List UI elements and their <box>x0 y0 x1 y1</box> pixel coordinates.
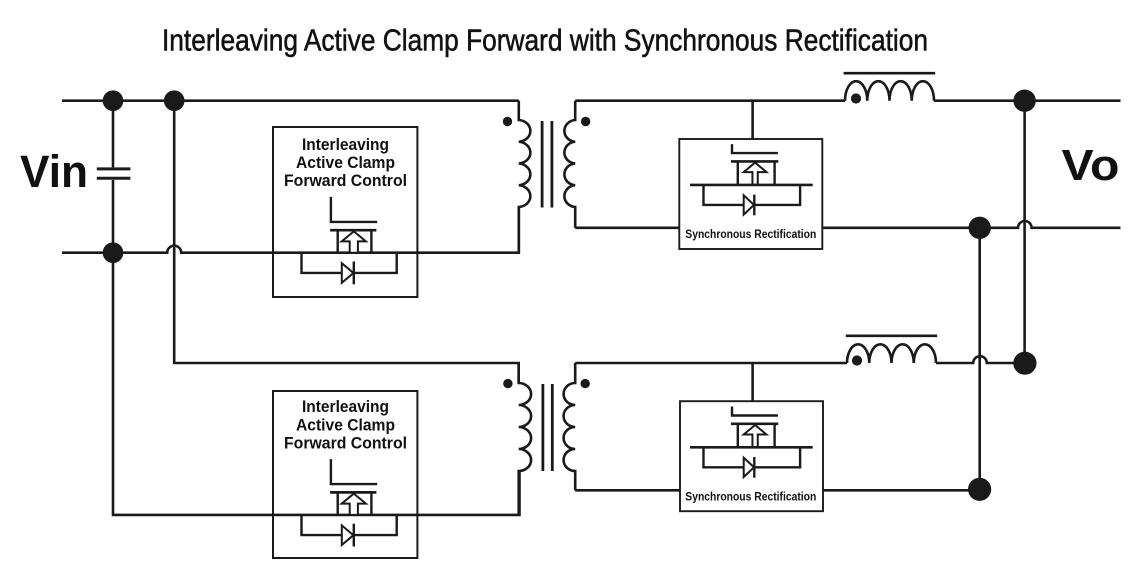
svg-text:Forward Control: Forward Control <box>284 171 407 190</box>
svg-text:Interleaving: Interleaving <box>302 135 389 154</box>
svg-text:Vo: Vo <box>1062 141 1120 190</box>
svg-text:Vin: Vin <box>20 146 88 197</box>
svg-text:Synchronous Rectification: Synchronous Rectification <box>685 227 816 241</box>
svg-text:Forward Control: Forward Control <box>284 433 407 452</box>
svg-text:Synchronous Rectification: Synchronous Rectification <box>685 490 816 504</box>
svg-text:Interleaving Active Clamp Forw: Interleaving Active Clamp Forward with S… <box>162 24 928 58</box>
svg-text:Interleaving: Interleaving <box>302 397 389 416</box>
svg-text:Active Clamp: Active Clamp <box>296 415 395 434</box>
svg-text:Active Clamp: Active Clamp <box>296 153 395 172</box>
